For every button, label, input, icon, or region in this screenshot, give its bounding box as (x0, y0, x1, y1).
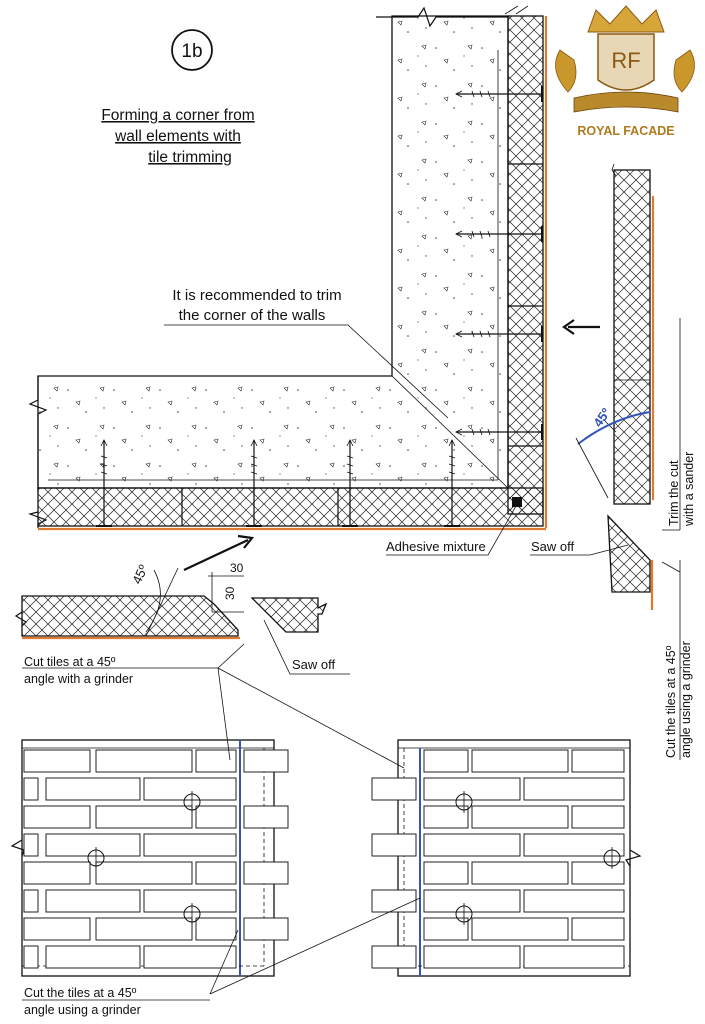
horizontal-wall-panels (37, 487, 544, 527)
arrow-up-right-indicator (183, 534, 255, 571)
cut-tiles-bottom-line-2: angle using a grinder (24, 1003, 141, 1017)
trim-sander-line-1: Trim the cut (667, 460, 681, 526)
cut-45-line-2: angle with a grinder (24, 672, 133, 686)
brick (143, 833, 237, 857)
brick (23, 777, 39, 801)
brick (523, 889, 625, 913)
brick (95, 749, 193, 773)
note-line-1: It is recommended to trim (172, 287, 341, 304)
brick (23, 749, 91, 773)
title-line-2: wall elements with (114, 128, 241, 145)
brick (523, 833, 625, 857)
brick (23, 833, 39, 857)
concrete-wall (37, 15, 509, 489)
brick-protruding (243, 917, 289, 941)
brick (571, 749, 625, 773)
trim-sander-line-2: with a sander (682, 452, 696, 527)
title-line-1: Forming a corner from (101, 107, 254, 124)
cut-tiles-bottom-line-1: Cut the tiles at a 45º (24, 986, 137, 1000)
brick (471, 805, 569, 829)
brick-elevation-right (371, 739, 642, 977)
brick-protruding (243, 805, 289, 829)
brick-protruding (371, 833, 417, 857)
brick (471, 749, 569, 773)
brick (471, 861, 569, 885)
brick (571, 917, 625, 941)
brick (471, 917, 569, 941)
dimension-height: 30 (223, 586, 237, 600)
logo-monogram: RF (611, 48, 640, 73)
saw-off-label-left: Saw off (292, 657, 336, 672)
brick (423, 777, 521, 801)
dimension-width: 30 (230, 561, 244, 575)
brick (23, 889, 39, 913)
cut-45-line-1: Cut tiles at a 45º (24, 655, 116, 669)
brick (143, 945, 237, 969)
brick (95, 805, 193, 829)
brick (423, 861, 469, 885)
wall-anchors-right (455, 86, 543, 440)
angle-label-left: 45º (129, 562, 151, 586)
adhesive-label: Adhesive mixture (386, 539, 486, 554)
brick-protruding (371, 777, 417, 801)
brick (423, 749, 469, 773)
brick (95, 861, 193, 885)
brick (423, 805, 469, 829)
brick-protruding (243, 861, 289, 885)
callout-connectors (209, 667, 421, 995)
break-mark-left (28, 376, 48, 492)
brick (23, 945, 39, 969)
vertical-wall-panels (507, 15, 544, 515)
brick (45, 833, 141, 857)
arrow-left-indicator (562, 319, 600, 335)
brick (423, 917, 469, 941)
brick (523, 945, 625, 969)
brick (95, 917, 193, 941)
brick (23, 917, 91, 941)
adhesive-callout: Adhesive mixture (386, 505, 517, 556)
cut-tiles-right-line-2: angle using a grinder (679, 641, 693, 758)
right-panel-detail: 45º Trim the cut with a sander Saw off C… (530, 163, 696, 760)
brick (195, 917, 237, 941)
brick (143, 889, 237, 913)
brick (423, 945, 521, 969)
note-line-2: the corner of the walls (179, 307, 326, 324)
corner-trim-line (391, 375, 509, 489)
brick-protruding (243, 749, 289, 773)
brick (195, 861, 237, 885)
brick (143, 777, 237, 801)
brick (23, 805, 91, 829)
brick (571, 861, 625, 885)
brick (423, 889, 521, 913)
cut-tiles-bottom-label: Cut the tiles at a 45º angle using a gri… (22, 986, 210, 1017)
brick (523, 777, 625, 801)
badge-label: 1b (181, 41, 202, 62)
brick (195, 805, 237, 829)
brick (45, 945, 141, 969)
title-line-3: tile trimming (148, 149, 232, 166)
break-mark-top (376, 6, 508, 28)
cut-tiles-right-line-1: Cut the tiles at a 45º (664, 645, 678, 758)
brick (23, 861, 91, 885)
title: Forming a corner from wall elements with… (101, 107, 254, 166)
trim-recommendation-note: It is recommended to trim the corner of … (164, 287, 449, 419)
brick (45, 777, 141, 801)
royal-facade-logo: RF ROYAL FACADE (555, 5, 695, 138)
brick (423, 833, 521, 857)
brick-protruding (371, 945, 417, 969)
brick (45, 889, 141, 913)
left-panel-detail: 45º 30 30 Saw off Cut tiles at a 45º ang… (14, 561, 350, 686)
wall-anchors-bottom (96, 439, 460, 527)
adhesive-mixture-marker (512, 497, 522, 507)
brick-protruding (371, 889, 417, 913)
saw-off-label-right: Saw off (531, 539, 575, 554)
logo-text: ROYAL FACADE (577, 124, 674, 138)
brick (571, 805, 625, 829)
badge: 1b (171, 29, 213, 71)
brick-elevation-left (10, 739, 289, 977)
brick (195, 749, 237, 773)
